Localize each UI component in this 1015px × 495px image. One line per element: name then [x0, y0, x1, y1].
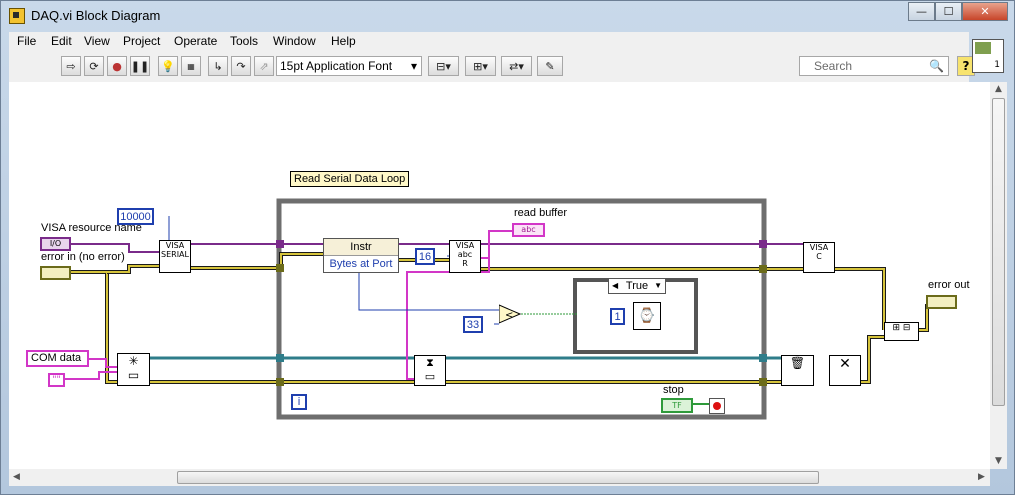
title-bar: DAQ.vi Block Diagram — ☐ ✕ — [1, 1, 1014, 31]
property-node-property: Bytes at Port — [324, 256, 398, 272]
wires-layer — [59, 198, 929, 420]
read-buffer-label: read buffer — [514, 207, 568, 219]
release-queue-node[interactable]: ✕ — [829, 355, 861, 386]
property-node-class: Instr — [324, 239, 398, 256]
run-continuously-icon[interactable]: ⟳ — [84, 56, 104, 76]
cleanup-diagram-icon[interactable]: ✎ — [537, 56, 563, 76]
menu-operate[interactable]: Operate — [174, 34, 218, 48]
timeout-constant[interactable]: 10000 — [117, 208, 154, 225]
error-in-control[interactable] — [40, 266, 71, 280]
menu-project[interactable]: Project — [123, 34, 161, 48]
menu-tools[interactable]: Tools — [230, 34, 259, 48]
distribute-objects-icon[interactable]: ⊞▾ — [465, 56, 496, 76]
search-icon[interactable]: 🔍 — [929, 59, 944, 73]
vertical-scroll-thumb[interactable] — [992, 98, 1005, 406]
run-arrow-icon[interactable]: ⇨ — [61, 56, 81, 76]
menu-view[interactable]: View — [84, 34, 110, 48]
font-dropdown-label: 15pt Application Font — [280, 59, 393, 73]
close-button[interactable]: ✕ — [962, 2, 1008, 21]
less-than-node[interactable]: < — [498, 304, 522, 324]
horizontal-scroll-thumb[interactable] — [177, 471, 819, 484]
font-dropdown[interactable]: 15pt Application Font ▾ — [276, 56, 422, 76]
com-data-control[interactable]: COM data — [26, 350, 89, 367]
com-data-label: COM data — [31, 352, 82, 364]
pause-icon[interactable]: ❚❚ — [130, 56, 150, 76]
vi-connector-icon[interactable]: 1 — [972, 39, 1004, 73]
scroll-up-icon[interactable]: ▲ — [995, 84, 1002, 94]
step-into-icon[interactable]: ↳ — [208, 56, 228, 76]
visa-resource-control[interactable]: I/O — [40, 237, 71, 251]
retain-wire-values-icon[interactable]: ▦ — [181, 56, 201, 76]
wait-constant[interactable]: 1 — [610, 308, 625, 325]
error-out-indicator[interactable] — [926, 295, 957, 309]
compare-constant[interactable]: 33 — [463, 316, 483, 333]
byte-count-constant[interactable]: 16 — [415, 248, 435, 265]
window-title: DAQ.vi Block Diagram — [31, 8, 161, 23]
empty-string-constant[interactable]: "" — [48, 373, 65, 387]
wait-ms-clock-icon[interactable]: ⌚ — [633, 302, 661, 330]
align-objects-icon[interactable]: ⊟▾ — [428, 56, 459, 76]
case-prev-icon[interactable]: ◀ — [612, 281, 619, 290]
read-buffer-tag: abc — [521, 225, 536, 234]
empty-string-value: "" — [52, 375, 61, 385]
scroll-left-icon[interactable]: ◀ — [13, 472, 20, 482]
scroll-right-icon[interactable]: ▶ — [978, 472, 985, 482]
maximize-button[interactable]: ☐ — [935, 2, 962, 21]
svg-text:<: < — [505, 310, 513, 321]
abort-icon[interactable]: ● — [107, 56, 127, 76]
loop-label[interactable]: Read Serial Data Loop — [290, 171, 410, 187]
menu-bar: File Edit View Project Operate Tools Win… — [9, 32, 969, 52]
iteration-terminal: i — [291, 394, 307, 410]
horizontal-scrollbar[interactable]: ◀ ▶ — [9, 469, 990, 486]
merge-errors-node[interactable]: ⊞ ⊟ — [884, 322, 919, 341]
menu-file[interactable]: File — [17, 34, 37, 48]
menu-edit[interactable]: Edit — [51, 34, 72, 48]
reorder-icon[interactable]: ⇄▾ — [501, 56, 532, 76]
property-node[interactable]: Instr Bytes at Port — [323, 238, 399, 273]
vi-icon-label: 1 — [994, 60, 1000, 70]
chevron-down-icon: ▾ — [410, 59, 417, 73]
flush-queue-node[interactable]: 🗑 — [781, 355, 814, 386]
menu-help[interactable]: Help — [331, 34, 356, 48]
stop-condition-icon — [713, 402, 721, 410]
vi-icon-graphic — [975, 42, 991, 54]
case-next-icon[interactable]: ▼ — [654, 281, 662, 290]
search-input[interactable]: Search — [799, 56, 949, 76]
loop-condition-terminal[interactable] — [709, 398, 725, 414]
enqueue-element-node[interactable]: ⧗▭ — [414, 355, 446, 386]
labview-app-icon — [9, 8, 25, 24]
step-out-icon[interactable]: ⇗ — [254, 56, 274, 76]
stop-label: stop — [663, 384, 684, 396]
minimize-button[interactable]: — — [908, 2, 935, 21]
error-out-label: error out — [928, 279, 970, 291]
stop-tag: TF — [672, 401, 682, 410]
case-selector-value: True — [625, 280, 649, 292]
visa-resource-tag: I/O — [49, 239, 62, 248]
case-selector[interactable]: ◀ True ▼ — [608, 278, 666, 294]
highlight-execution-icon[interactable]: 💡 — [158, 56, 178, 76]
vertical-scrollbar[interactable]: ▲ ▼ — [990, 82, 1007, 469]
step-over-icon[interactable]: ↷ — [231, 56, 251, 76]
error-in-label: error in (no error) — [41, 251, 125, 263]
iteration-label: i — [297, 395, 301, 408]
toolbar: ⇨ ⟳ ● ❚❚ 💡 ▦ ↳ ↷ ⇗ 15pt Application Font… — [9, 52, 975, 82]
menu-window[interactable]: Window — [273, 34, 316, 48]
block-diagram-canvas[interactable]: Read Serial Data Loop VISA resource name… — [9, 82, 990, 469]
obtain-queue-node[interactable]: ✳▭ — [117, 353, 150, 386]
scroll-down-icon[interactable]: ▼ — [995, 456, 1002, 466]
visa-resource-label: VISA resource name — [41, 222, 142, 234]
stop-button-control[interactable]: TF — [661, 398, 693, 413]
while-loop-frame — [276, 198, 767, 420]
read-buffer-indicator[interactable]: abc — [512, 223, 545, 237]
